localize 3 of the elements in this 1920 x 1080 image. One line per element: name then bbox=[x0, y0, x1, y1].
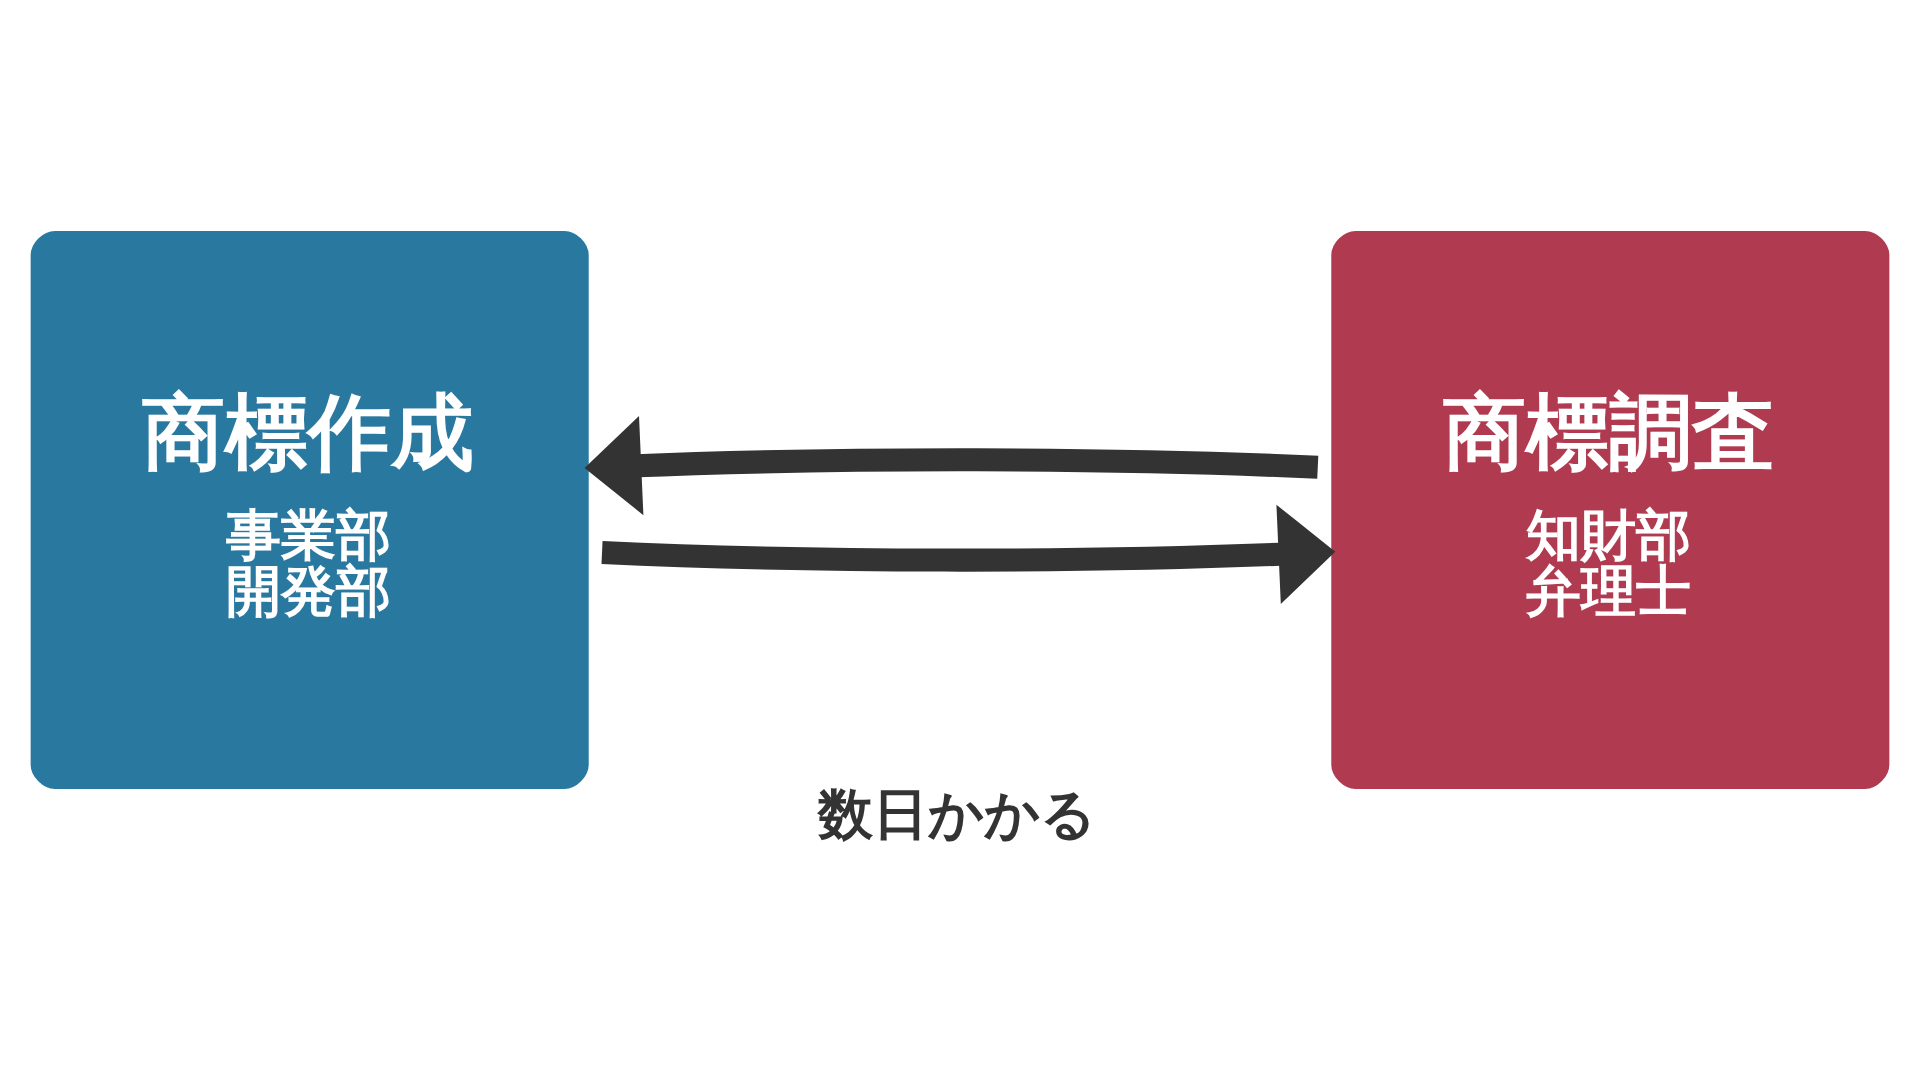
label: 数日かかる bbox=[818, 781, 1097, 846]
arrow bbox=[601, 504, 1336, 604]
arrow bbox=[584, 415, 1319, 515]
